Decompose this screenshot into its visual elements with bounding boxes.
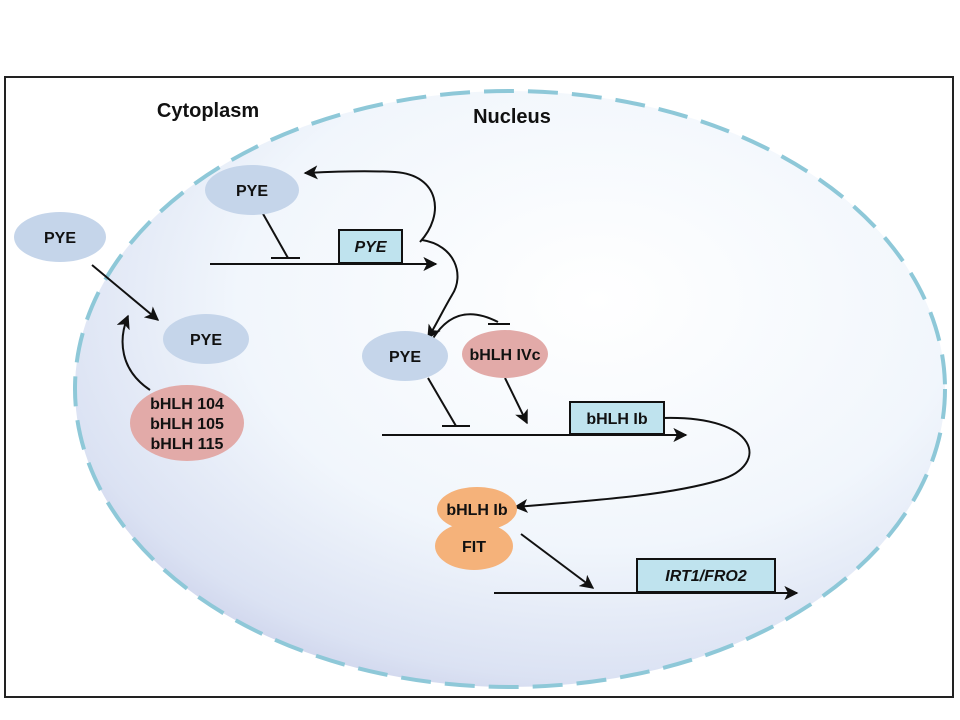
bhlh-104-label: bHLH 104 <box>150 396 224 413</box>
bhlh-115-label: bHLH 115 <box>151 436 224 453</box>
pye-gene-box <box>338 229 403 264</box>
pye-top-label: PYE <box>236 183 268 200</box>
pye-gene-label: PYE <box>354 239 387 256</box>
bhlh-ib-gene-label: bHLH Ib <box>586 411 648 428</box>
import-arrow <box>91 264 160 321</box>
pye-imported-label: PYE <box>190 332 222 349</box>
bhlh-ib-gene-box <box>569 401 665 435</box>
pye-expression-arrow <box>421 239 459 340</box>
bhlh-105-label: bHLH 105 <box>150 416 224 433</box>
pye-imported-node <box>163 314 249 364</box>
bhlh-group-node <box>130 385 244 461</box>
cytoplasm-label: Cytoplasm <box>157 100 259 122</box>
pye-feedback-arrow <box>303 165 436 243</box>
bhlh-ivc-label: bHLH IVc <box>469 347 540 364</box>
pye-represses-ib-line <box>427 377 457 427</box>
irt1-fro2-gene-label: IRT1/FRO2 <box>665 568 747 585</box>
bhlh-ib-protein-label: bHLH Ib <box>446 502 508 519</box>
ivc-activates-ib-arrow <box>504 377 528 425</box>
pye-top-node <box>205 165 299 215</box>
fit-node <box>435 522 513 570</box>
pye-inhibits-ivc-line <box>431 313 499 341</box>
complex-activates-irt1-arrow <box>520 533 595 589</box>
pye-cytoplasm-node <box>14 212 106 262</box>
nucleus-label: Nucleus <box>473 106 551 128</box>
bhlh-group-activation-arrow <box>116 314 151 391</box>
pye-mid-label: PYE <box>389 349 421 366</box>
bhlh-ivc-node <box>462 330 548 378</box>
pye-self-repression-line <box>261 211 289 259</box>
bhlh-ib-expression-arrow <box>513 416 751 513</box>
bhlh-ib-protein-node <box>437 487 517 531</box>
pye-mid-node <box>362 331 448 381</box>
irt1-fro2-gene-box <box>636 558 776 593</box>
pye-cytoplasm-label: PYE <box>44 230 76 247</box>
fit-label: FIT <box>462 539 486 556</box>
